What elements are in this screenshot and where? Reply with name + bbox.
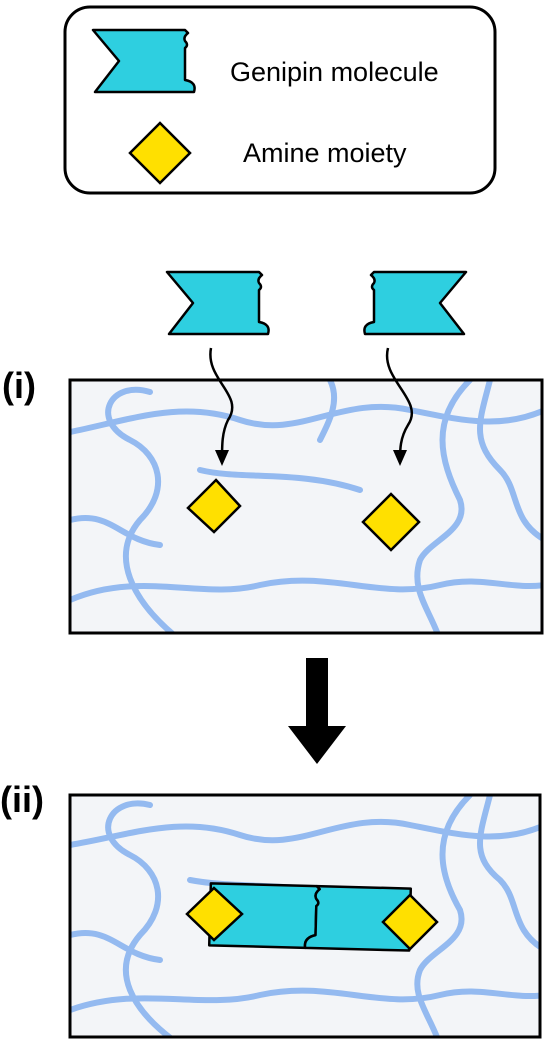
genipin-molecule-right: [363, 270, 468, 336]
polymer-network-i: [70, 380, 542, 633]
amine-moiety-left: [186, 478, 242, 534]
panel-label-ii: (ii): [0, 779, 44, 820]
legend: Genipin molecule Amine moiety: [63, 5, 497, 195]
panel-i-frame: [68, 378, 544, 635]
reaction-arrow-left: [209, 347, 234, 461]
genipin-bound-right: [303, 884, 413, 952]
genipin-legend-label: Genipin molecule: [230, 57, 439, 87]
amine-bound-left: [185, 886, 244, 942]
panel-ii-frame: [68, 793, 542, 1039]
arrowhead-left: [215, 450, 229, 466]
amine-legend-label: Amine moiety: [243, 138, 407, 168]
panel-label-i: (i): [2, 365, 36, 406]
panel-ii: [68, 793, 542, 1039]
genipin-legend-icon: [91, 28, 196, 94]
amine-legend-icon: [128, 121, 192, 185]
genipin-molecule-left: [165, 270, 270, 336]
amine-moiety-right: [361, 492, 421, 552]
crosslinked-genipin-dimer: [207, 882, 413, 952]
panel-i: [68, 347, 544, 635]
amine-bound-right: [381, 893, 439, 951]
arrowhead-right: [393, 450, 407, 466]
reaction-arrow-right: [385, 347, 414, 461]
transition-arrow: [288, 658, 346, 764]
